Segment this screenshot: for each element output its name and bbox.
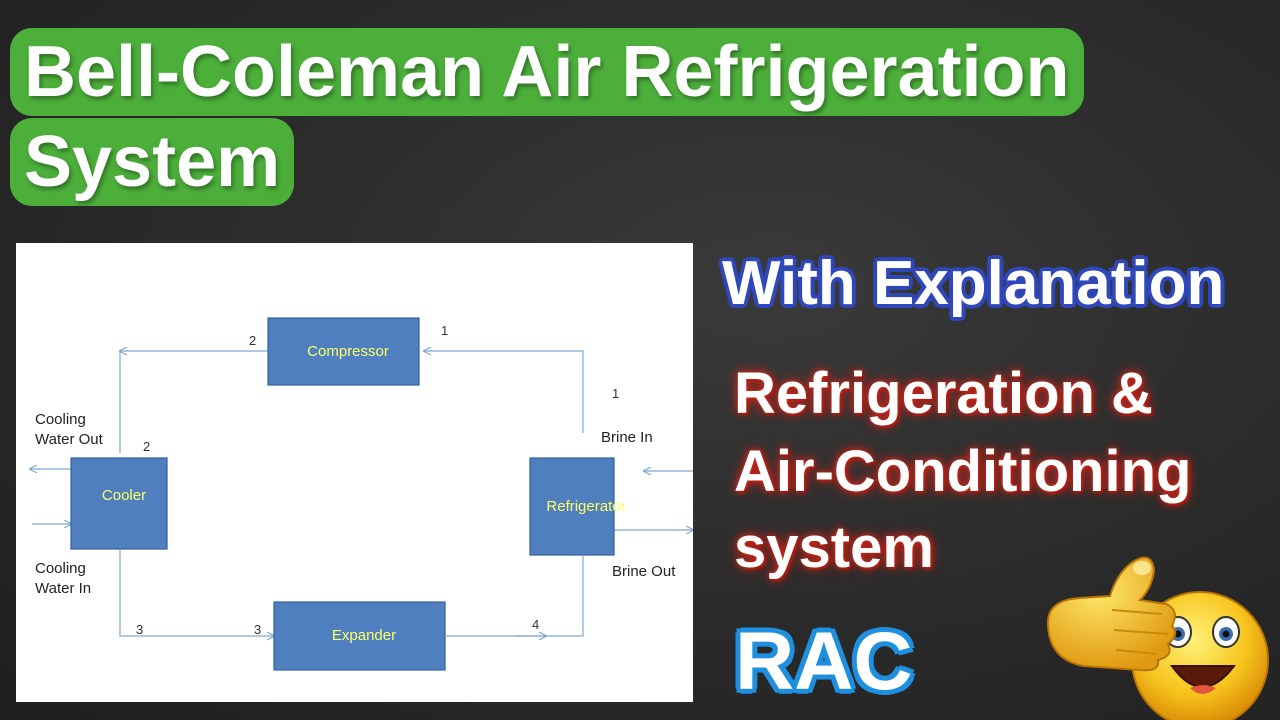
point-3-mid: 3: [254, 622, 261, 637]
rac-tag: RAC: [735, 616, 913, 707]
flow-line-1-to-compressor: [424, 351, 584, 433]
cooling-water-out-label-1: Cooling: [35, 411, 86, 428]
expander-block: [273, 601, 446, 671]
thumbs-up-emoji-icon: [1046, 556, 1269, 720]
compressor-label: Compressor: [307, 343, 389, 360]
subject-line-3: system: [734, 515, 934, 580]
brine-out-label: Brine Out: [612, 563, 676, 580]
point-1-right: 1: [612, 386, 619, 401]
expander-label: Expander: [332, 627, 396, 644]
title-line-1: Bell-Coleman Air Refrigeration: [10, 28, 1084, 116]
diagram-svg: Compressor Cooler Refrigerator Expander …: [16, 317, 693, 671]
cooling-water-in-label-2: Water In: [35, 580, 91, 597]
subject-line-1: Refrigeration &: [734, 361, 1153, 426]
flow-line-expander-to-4: [446, 556, 584, 637]
title-line-2: System: [10, 118, 295, 206]
subject-line-2: Air-Conditioning: [734, 439, 1192, 504]
point-3-left: 3: [136, 622, 143, 637]
cooling-water-in-label-1: Cooling: [35, 560, 86, 577]
cooler-block: [70, 457, 168, 550]
cooling-water-out-label-2: Water Out: [35, 431, 104, 448]
flow-line-cooler-to-3: [119, 550, 274, 636]
brine-in-label: Brine In: [601, 429, 653, 446]
compressor-block: [267, 317, 420, 386]
point-2-left: 2: [143, 439, 150, 454]
subtitle: With Explanation: [722, 249, 1225, 318]
refrigerator-label: Refrigerator: [546, 498, 625, 515]
point-2-top: 2: [249, 333, 256, 348]
bell-coleman-diagram: Compressor Cooler Refrigerator Expander …: [16, 243, 693, 702]
refrigerator-block: [529, 457, 615, 556]
point-4: 4: [532, 617, 539, 632]
cooler-label: Cooler: [102, 487, 146, 504]
point-1-top: 1: [441, 323, 448, 338]
